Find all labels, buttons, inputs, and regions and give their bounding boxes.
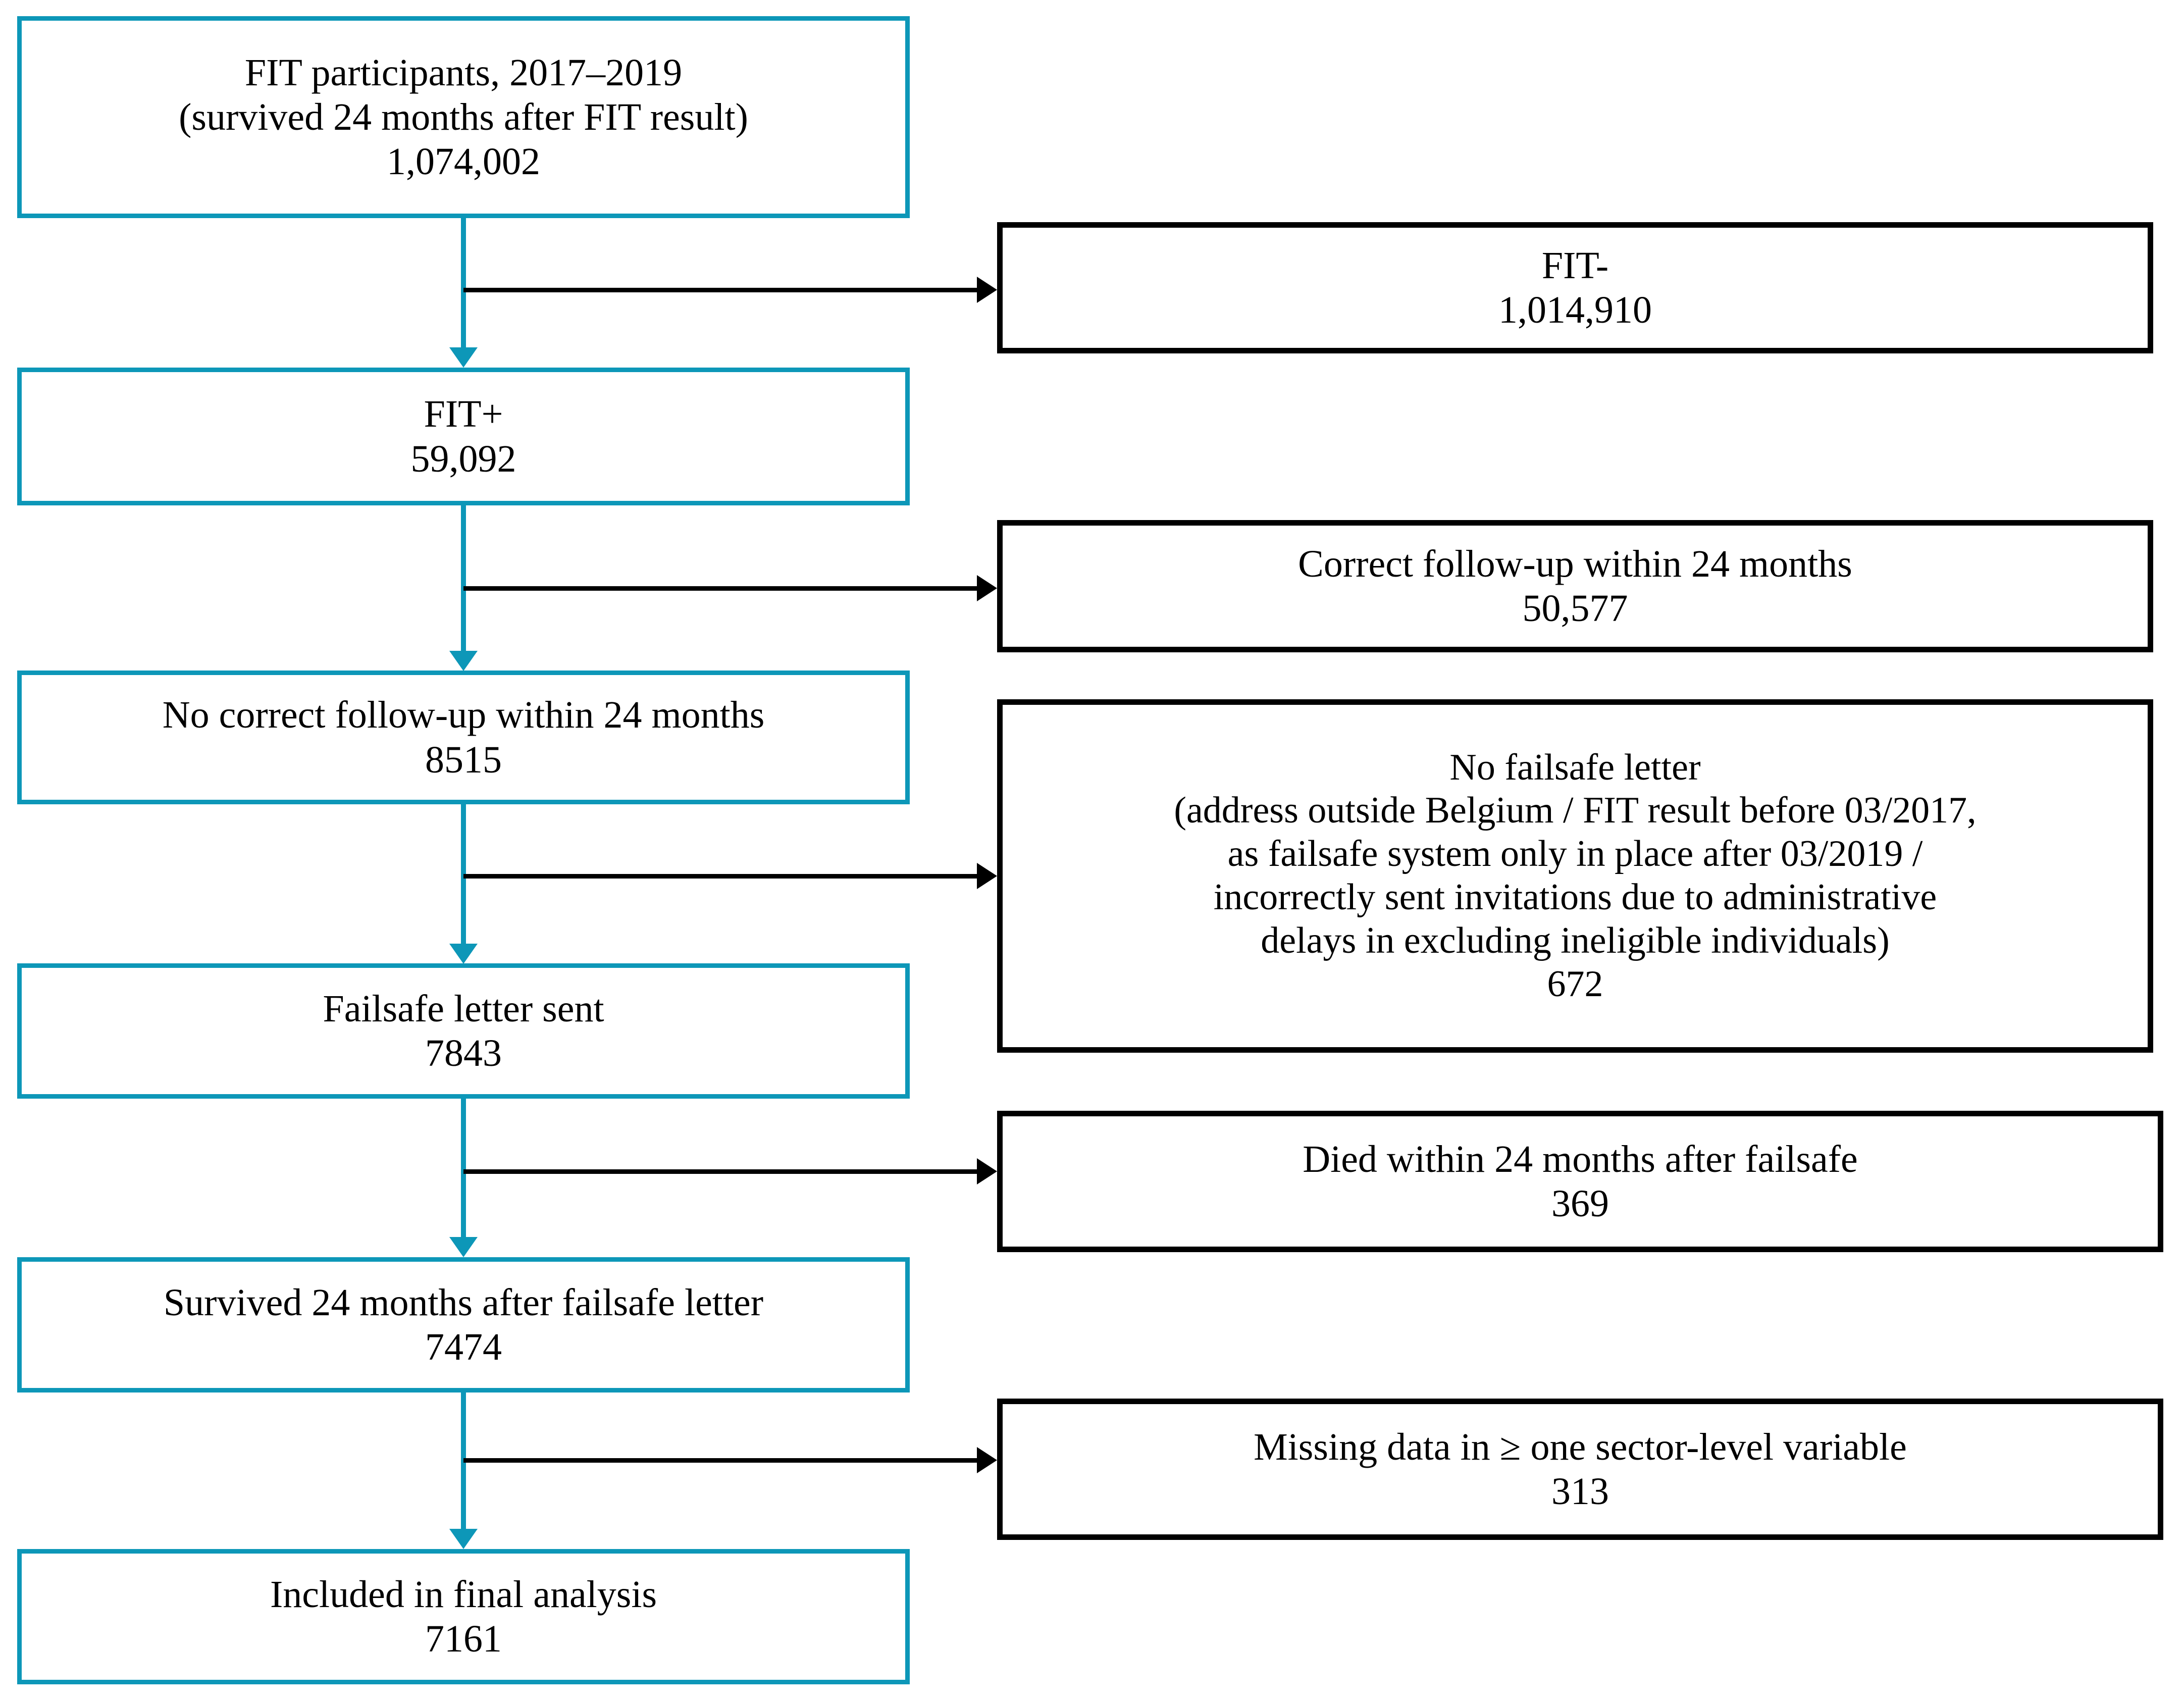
connector-arrowhead-3 xyxy=(449,944,478,964)
node-count: 1,014,910 xyxy=(1498,289,1652,331)
node-died-after-failsafe: Died within 24 months after failsafe 369 xyxy=(997,1111,2163,1252)
connector-arrowhead-1 xyxy=(449,347,478,368)
node-line: Died within 24 months after failsafe xyxy=(1303,1138,1858,1180)
connector-vertical-4 xyxy=(461,1099,466,1238)
node-fit-positive: FIT+ 59,092 xyxy=(17,368,910,505)
node-count: 59,092 xyxy=(410,437,516,480)
node-count: 8515 xyxy=(425,738,502,781)
branch-line-died-after-failsafe xyxy=(463,1169,978,1174)
node-line: incorrectly sent invitations due to admi… xyxy=(1213,876,1937,918)
node-count: 1,074,002 xyxy=(387,140,540,183)
branch-line-missing-sector-data xyxy=(463,1458,978,1463)
node-included-final-analysis: Included in final analysis 7161 xyxy=(17,1549,910,1684)
node-line: (address outside Belgium / FIT result be… xyxy=(1174,790,1977,832)
node-count: 7843 xyxy=(425,1032,502,1074)
node-no-correct-followup: No correct follow-up within 24 months 85… xyxy=(17,671,910,804)
connector-arrowhead-2 xyxy=(449,651,478,671)
node-line: Included in final analysis xyxy=(270,1573,657,1616)
connector-vertical-2 xyxy=(461,505,466,652)
node-count: 369 xyxy=(1551,1182,1609,1225)
node-missing-sector-data: Missing data in ≥ one sector-level varia… xyxy=(997,1399,2163,1540)
branch-arrowhead-died-after-failsafe xyxy=(977,1158,997,1184)
connector-vertical-1 xyxy=(461,218,466,348)
node-line: as failsafe system only in place after 0… xyxy=(1227,833,1923,875)
node-line: FIT participants, 2017–2019 xyxy=(244,51,683,94)
node-count: 7474 xyxy=(425,1326,502,1368)
branch-arrowhead-correct-followup xyxy=(977,575,997,601)
branch-arrowhead-no-failsafe-letter xyxy=(977,863,997,889)
branch-arrowhead-fit-negative xyxy=(977,277,997,303)
node-line: FIT- xyxy=(1541,244,1609,287)
node-count: 672 xyxy=(1547,963,1603,1005)
branch-line-no-failsafe-letter xyxy=(463,874,978,879)
node-line: No failsafe letter xyxy=(1449,746,1701,788)
branch-line-correct-followup xyxy=(463,586,978,591)
node-line: delays in excluding ineligible individua… xyxy=(1261,919,1890,961)
connector-arrowhead-5 xyxy=(449,1529,478,1549)
node-fit-participants: FIT participants, 2017–2019 (survived 24… xyxy=(17,16,910,218)
node-survived-after-failsafe: Survived 24 months after failsafe letter… xyxy=(17,1257,910,1392)
node-line: Missing data in ≥ one sector-level varia… xyxy=(1254,1425,1907,1468)
branch-arrowhead-missing-sector-data xyxy=(977,1447,997,1473)
branch-line-fit-negative xyxy=(463,288,978,292)
node-count: 50,577 xyxy=(1522,587,1628,630)
node-line: Failsafe letter sent xyxy=(323,987,604,1030)
node-count: 313 xyxy=(1551,1470,1609,1513)
node-line: Survived 24 months after failsafe letter xyxy=(163,1281,764,1324)
node-line: FIT+ xyxy=(424,393,503,436)
node-line: No correct follow-up within 24 months xyxy=(162,694,765,737)
node-count: 7161 xyxy=(425,1618,502,1660)
node-line: Correct follow-up within 24 months xyxy=(1298,542,1852,585)
node-failsafe-letter-sent: Failsafe letter sent 7843 xyxy=(17,963,910,1099)
node-line: (survived 24 months after FIT result) xyxy=(179,95,748,138)
connector-arrowhead-4 xyxy=(449,1237,478,1257)
node-no-failsafe-letter: No failsafe letter (address outside Belg… xyxy=(997,699,2153,1053)
node-fit-negative: FIT- 1,014,910 xyxy=(997,222,2153,353)
node-correct-followup: Correct follow-up within 24 months 50,57… xyxy=(997,520,2153,652)
